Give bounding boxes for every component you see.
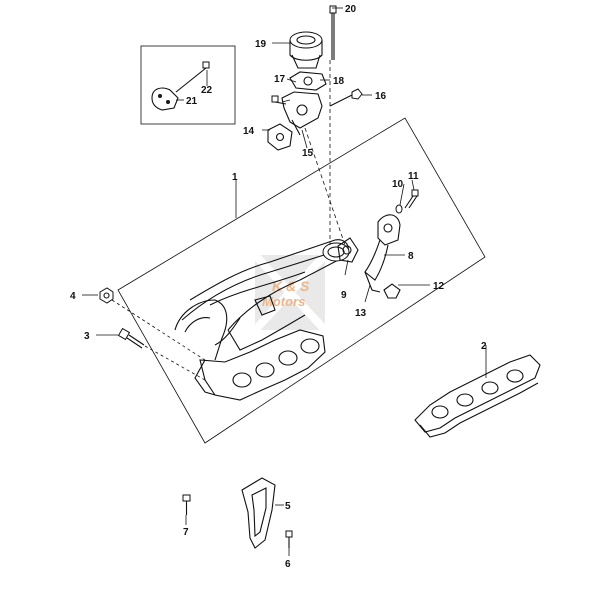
- part-label-18: 18: [333, 76, 345, 87]
- part-label-13: 13: [355, 308, 367, 319]
- part-label-7: 7: [183, 527, 189, 538]
- part-label-9: 9: [341, 290, 347, 301]
- part-label-4: 4: [70, 291, 76, 302]
- part-label-17: 17: [274, 74, 286, 85]
- bracket-part-8: [364, 214, 401, 293]
- part-label-5: 5: [285, 501, 291, 512]
- bolt-part-16: [329, 88, 363, 107]
- part-label-15: 15: [302, 148, 314, 159]
- part-label-21: 21: [186, 96, 198, 107]
- part-label-3: 3: [84, 331, 90, 342]
- part-label-19: 19: [255, 39, 267, 50]
- adapter-part-15: [281, 91, 323, 136]
- sensor-part-21: [151, 87, 179, 111]
- part-label-6: 6: [285, 559, 291, 570]
- part-label-1: 1: [232, 172, 238, 183]
- watermark-line1: K & S: [272, 278, 310, 294]
- part-label-11: 11: [408, 171, 419, 182]
- bolt-part-17: [271, 95, 287, 105]
- manifold-gasket: [414, 354, 541, 438]
- clamp-part-12: [383, 283, 401, 299]
- intake-manifold: [174, 239, 350, 401]
- watermark-logo: K & S Motors: [252, 252, 328, 333]
- nut-part-4: [99, 287, 114, 304]
- group-boundary-box: [117, 117, 486, 444]
- leader-lines: [82, 7, 487, 556]
- egr-valve-part-19: [289, 31, 323, 69]
- part-label-8: 8: [408, 251, 414, 262]
- part-label-12: 12: [433, 281, 445, 292]
- gasket-part-9: [337, 237, 359, 263]
- bolt-part-3: [117, 327, 145, 349]
- gasket-part-14: [267, 123, 293, 151]
- part-label-22: 22: [201, 85, 213, 96]
- part-label-10: 10: [392, 179, 404, 190]
- bolt-part-6: [285, 530, 293, 548]
- gasket-part-18: [289, 71, 327, 91]
- part-label-14: 14: [243, 126, 255, 137]
- bolt-part-22: [175, 61, 210, 93]
- bolt-part-11: [404, 189, 419, 209]
- washer-part-10: [395, 204, 403, 214]
- bolt-part-20: [329, 5, 337, 60]
- part-labels: 1 2 3 4 5 6 7 8 9 10 11 12 13 14 15 16 1…: [70, 4, 487, 570]
- part-label-2: 2: [481, 341, 487, 352]
- bolt-part-7: [182, 494, 191, 515]
- part-label-16: 16: [375, 91, 387, 102]
- part-label-20: 20: [345, 4, 357, 15]
- inset-box: [140, 45, 236, 125]
- bracket-part-5: [241, 477, 276, 549]
